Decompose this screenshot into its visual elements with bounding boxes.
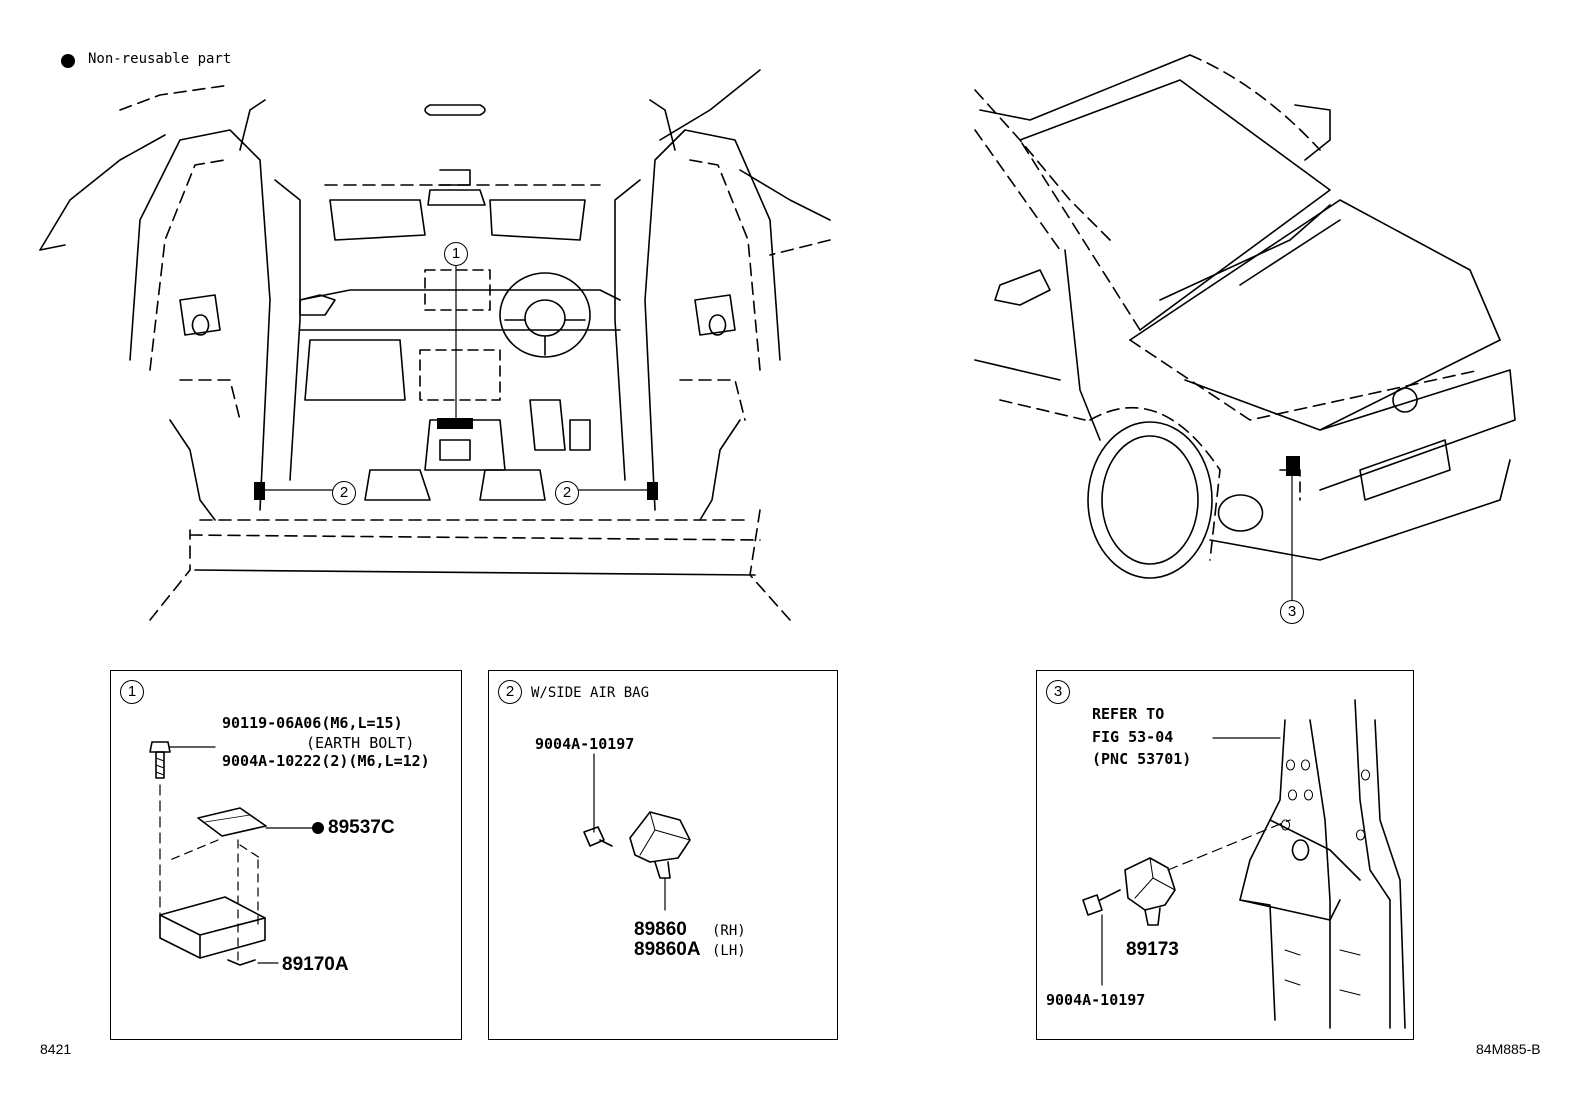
panel3-bolt-part: 9004A-10197 [1046,991,1146,1009]
exterior-view [974,54,1516,601]
panel1-module-part: 89170A [282,954,349,975]
footer-right-code: 84M885-B [1476,1041,1541,1057]
panel3-refer-line3: (PNC 53701) [1092,750,1192,768]
panel1-index: 1 [120,680,144,704]
panel2-sensor-rh: 89860 [634,919,687,940]
non-reusable-dot-icon [61,54,75,68]
callout-2-right: 2 [555,481,579,505]
detail-panel-2 [488,670,838,1040]
callout-2-left: 2 [332,481,356,505]
front-sensor-mark [1286,456,1300,476]
panel3-sensor-part: 89173 [1126,939,1179,960]
panel2-index: 2 [498,680,522,704]
right-side-sensor-mark [647,482,658,500]
panel2-sensor-rh-side: (RH) [712,923,746,939]
panel2-art [583,753,691,911]
panel1-bolt-note: (EARTH BOLT) [306,734,415,752]
panel2-sensor-lh: 89860A [634,939,701,960]
airbag-module-mark [437,418,473,429]
panel1-non-reusable-dot-icon [312,822,324,834]
panel2-title: W/SIDE AIR BAG [531,685,650,701]
panel3-refer-line1: REFER TO [1092,705,1165,723]
panel1-bolt-alt: 9004A-10222(2)(M6,L=12) [222,752,430,770]
legend-label: Non-reusable part [88,51,232,67]
callout-3: 3 [1280,600,1304,624]
detail-panel-3 [1036,670,1414,1040]
detail-panel-1 [110,670,462,1040]
panel1-bolt-part: 90119-06A06(M6,L=15) [222,714,403,732]
panel2-sensor-lh-side: (LH) [712,943,746,959]
panel1-label-part: 89537C [328,817,395,838]
interior-view [39,69,831,621]
left-side-sensor-mark [254,482,265,500]
panel1-art [149,741,316,966]
footer-left-code: 8421 [40,1041,72,1057]
panel3-refer-line2: FIG 53-04 [1092,728,1174,746]
panel2-bolt-part: 9004A-10197 [535,735,635,753]
panel3-index: 3 [1046,680,1070,704]
panel3-art [1082,699,1406,1029]
callout-1: 1 [444,242,468,266]
